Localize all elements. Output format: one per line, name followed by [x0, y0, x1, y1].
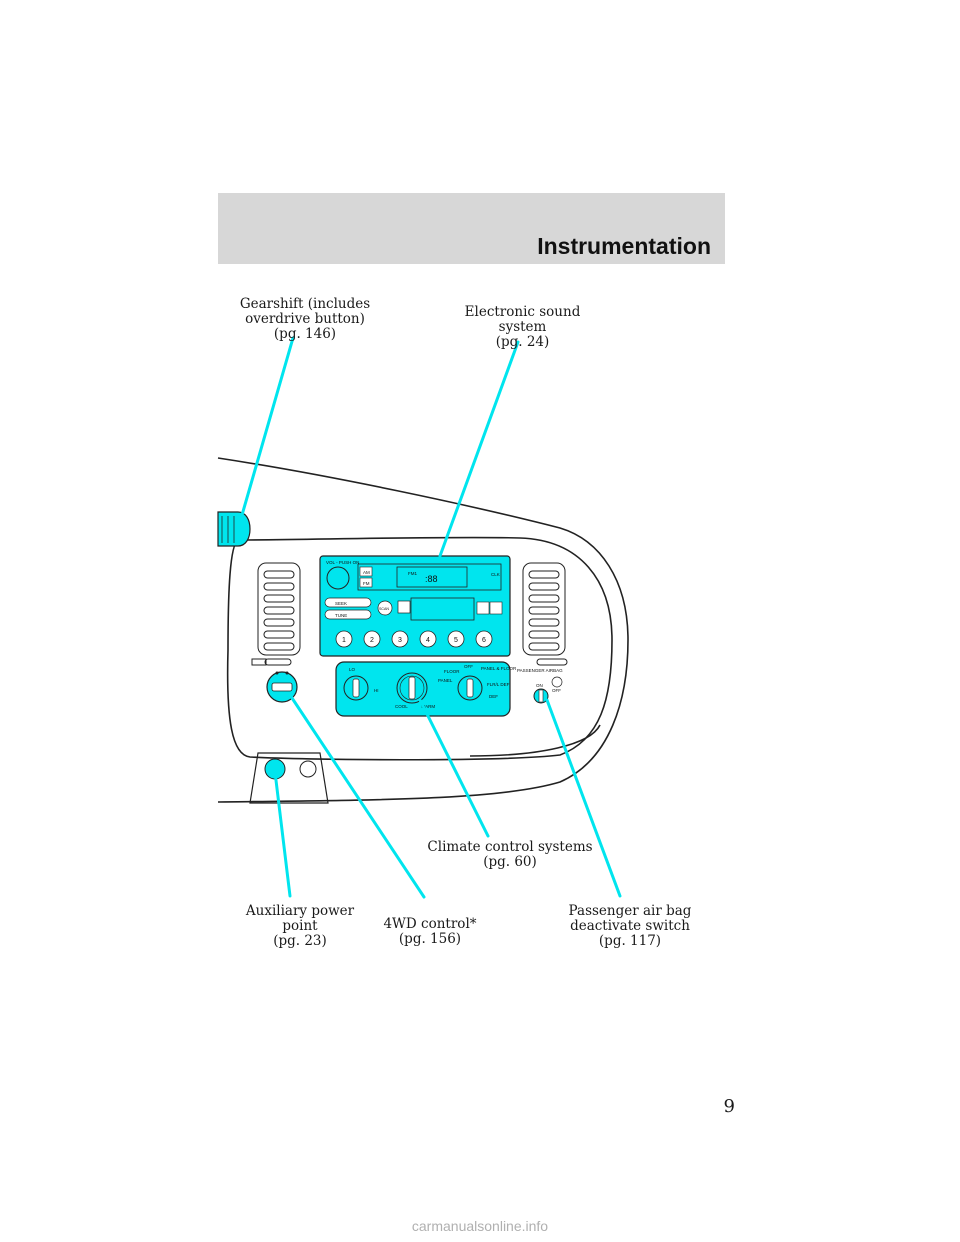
tune-button[interactable]: TUNE	[335, 613, 347, 618]
climate-def-label: DEF	[489, 694, 498, 699]
climate-leader-line	[418, 698, 490, 838]
preset-button-6[interactable]: 6	[482, 637, 486, 644]
dashboard-outline	[217, 457, 629, 803]
climate-off-label: OFF	[464, 664, 473, 669]
sound-leader-line	[438, 340, 520, 558]
aux-power-point	[249, 752, 329, 804]
airbag-leader-line	[545, 698, 622, 898]
section-header: Instrumentation	[218, 193, 725, 264]
preset-labels: 1 2 3 4 5 6	[342, 637, 486, 644]
airbag-switch	[533, 676, 563, 704]
gearshift-knob	[217, 511, 251, 547]
sound-system-callout: Electronic sound system (pg. 24)	[464, 304, 581, 350]
climate-floor-label: FLOOR	[444, 669, 460, 674]
climate-lo-label: LO	[349, 667, 356, 672]
radio-am-label[interactable]: AM	[363, 570, 370, 575]
airbag-title: PASSENGER AIRBAG	[517, 668, 563, 673]
radio-digit-display: :88	[425, 574, 438, 584]
clock-button[interactable]: CLK	[491, 572, 500, 577]
dashboard-bezel	[226, 536, 613, 761]
airbag-off-label: OFF	[552, 688, 561, 693]
preset-button-3[interactable]: 3	[398, 637, 402, 644]
left-vent	[251, 562, 301, 666]
section-title: Instrumentation	[537, 233, 711, 259]
gearshift-callout: Gearshift (includes overdrive button) (p…	[239, 296, 371, 342]
radio-band-display: FM1	[408, 571, 417, 576]
gearshift-leader-line	[238, 336, 295, 524]
airbag-on-label: ON	[536, 683, 543, 688]
aux-leader-line	[273, 770, 292, 898]
climate-panel-label: PANEL	[438, 678, 453, 683]
footer-watermark: carmanualsonline.info	[411, 1218, 549, 1234]
preset-button-1[interactable]: 1	[342, 637, 346, 644]
page-number: 9	[723, 1096, 735, 1117]
radio-unit	[319, 555, 511, 657]
right-vent	[522, 562, 568, 666]
scan-button[interactable]: SCAN	[379, 607, 389, 611]
radio-vol-label: VOL - PUSH ON	[326, 560, 359, 565]
climate-flr-def-label: FLR/L DEF	[487, 682, 510, 687]
climate-panel-floor-label: PANEL & FLOOR	[481, 666, 517, 671]
radio-fm-label[interactable]: FM	[363, 581, 370, 586]
climate-warm-label: WARM	[421, 704, 435, 709]
preset-button-5[interactable]: 5	[454, 637, 458, 644]
climate-panel	[335, 661, 511, 717]
aux-power-callout: Auxiliary power point (pg. 23)	[245, 903, 355, 949]
airbag-switch-callout: Passenger air bag deactivate switch (pg.…	[568, 903, 692, 949]
preset-button-4[interactable]: 4	[426, 637, 430, 644]
glovebox-line	[469, 724, 601, 757]
climate-cool-label: COOL	[395, 704, 408, 709]
climate-hi-label: HI	[374, 688, 379, 693]
preset-button-2[interactable]: 2	[370, 637, 374, 644]
climate-control-callout: Climate control systems (pg. 60)	[427, 839, 593, 870]
4wd-leader-line	[288, 693, 426, 899]
seek-button[interactable]: SEEK	[335, 601, 347, 606]
4wd-control-callout: 4WD control* (pg. 156)	[383, 916, 477, 947]
